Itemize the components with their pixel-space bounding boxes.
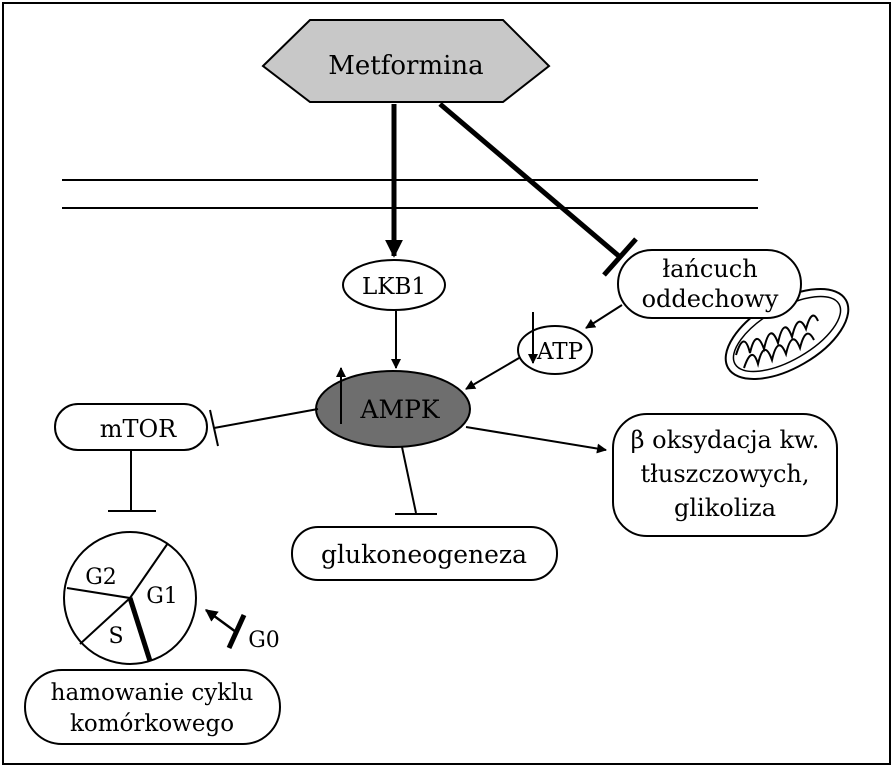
beta-label-line2: tłuszczowych, (640, 460, 809, 488)
inhibit-ampk-gluko (395, 446, 437, 515)
inhibit-metformina-lancuch (438, 102, 638, 277)
glukoneogeneza-node: glukoneogeneza (291, 526, 558, 581)
phase-g1-label: G1 (146, 584, 178, 609)
lancuch-label-line1: łańcuch (662, 255, 757, 283)
hamowanie-label-line1: hamowanie cyklu (51, 680, 254, 706)
mtor-label: mTOR (100, 415, 177, 443)
mtor-node: mTOR (54, 403, 208, 451)
ampk-label: AMPK (359, 395, 440, 424)
beta-oksydacja-node: β oksydacja kw. tłuszczowych, glikoliza (612, 413, 838, 537)
arrow-lancuch-atp (585, 304, 623, 329)
g0-blocked-arrow: G0 (204, 608, 280, 653)
hamowanie-label-line2: komórkowego (70, 711, 234, 737)
atp-label: ATP (536, 339, 583, 365)
gluko-label: glukoneogeneza (321, 540, 527, 569)
arrow-ampk-beta (465, 426, 607, 454)
inhibit-ampk-mtor (209, 408, 319, 447)
beta-label-line3: glikoliza (674, 494, 776, 522)
lancuch-oddechowy-node: łańcuch oddechowy (617, 249, 802, 319)
lkb1-label: LKB1 (362, 274, 426, 300)
cell-cycle-wheel: G2 G1 S (63, 531, 197, 665)
inhibit-mtor-cycle (108, 450, 156, 512)
hamowanie-cyklu-node: hamowanie cyklu komórkowego (24, 669, 281, 745)
lkb1-node: LKB1 (342, 259, 446, 311)
phase-s-label: S (108, 624, 123, 649)
atp-node: ATP (517, 325, 593, 375)
g0-label: G0 (248, 628, 280, 653)
metformina-label: Metformina (328, 51, 483, 81)
ampk-node: AMPK (315, 370, 471, 448)
metformina-node: Metformina (261, 19, 551, 103)
arrow-atp-ampk (465, 357, 520, 390)
beta-label-line1: β oksydacja kw. (631, 426, 820, 454)
lancuch-label-line2: oddechowy (642, 285, 779, 313)
phase-g2-label: G2 (85, 565, 117, 590)
